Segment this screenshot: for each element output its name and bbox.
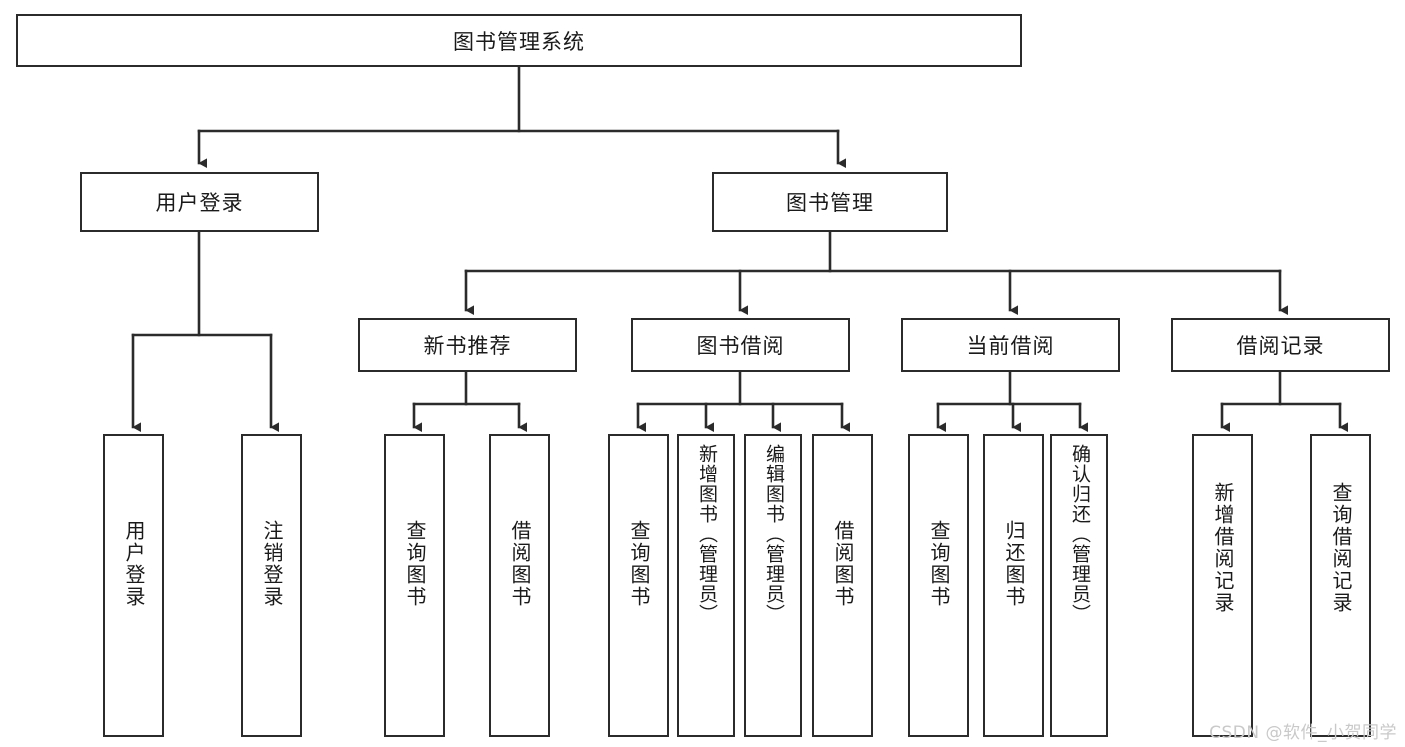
leaf-borrow-borrow-book[interactable]: 借阅图书 [812, 434, 873, 737]
leaf-borrow-edit-book-admin[interactable]: 编辑图书（管理员） [744, 434, 802, 737]
leaf-borrow-query-book[interactable]: 查询图书 [608, 434, 669, 737]
node-book-borrow[interactable]: 图书借阅 [631, 318, 850, 372]
node-book-management[interactable]: 图书管理 [712, 172, 948, 232]
node-current-borrow[interactable]: 当前借阅 [901, 318, 1120, 372]
leaf-current-return-book[interactable]: 归还图书 [983, 434, 1044, 737]
node-borrow-record[interactable]: 借阅记录 [1171, 318, 1390, 372]
leaf-recommend-borrow-book[interactable]: 借阅图书 [489, 434, 550, 737]
leaf-recommend-query-book[interactable]: 查询图书 [384, 434, 445, 737]
leaf-current-confirm-return-admin[interactable]: 确认归还（管理员） [1050, 434, 1108, 737]
leaf-user-login-logout[interactable]: 注销登录 [241, 434, 302, 737]
node-root-system[interactable]: 图书管理系统 [16, 14, 1022, 67]
leaf-record-add-record[interactable]: 新增借阅记录 [1192, 434, 1253, 737]
node-new-book-recommend[interactable]: 新书推荐 [358, 318, 577, 372]
leaf-borrow-add-book-admin[interactable]: 新增图书（管理员） [677, 434, 735, 737]
csdn-watermark: CSDN @软件_小贺同学 [1209, 723, 1397, 743]
leaf-record-query-record[interactable]: 查询借阅记录 [1310, 434, 1371, 737]
leaf-current-query-book[interactable]: 查询图书 [908, 434, 969, 737]
node-user-login[interactable]: 用户登录 [80, 172, 319, 232]
leaf-user-login-login[interactable]: 用户登录 [103, 434, 164, 737]
